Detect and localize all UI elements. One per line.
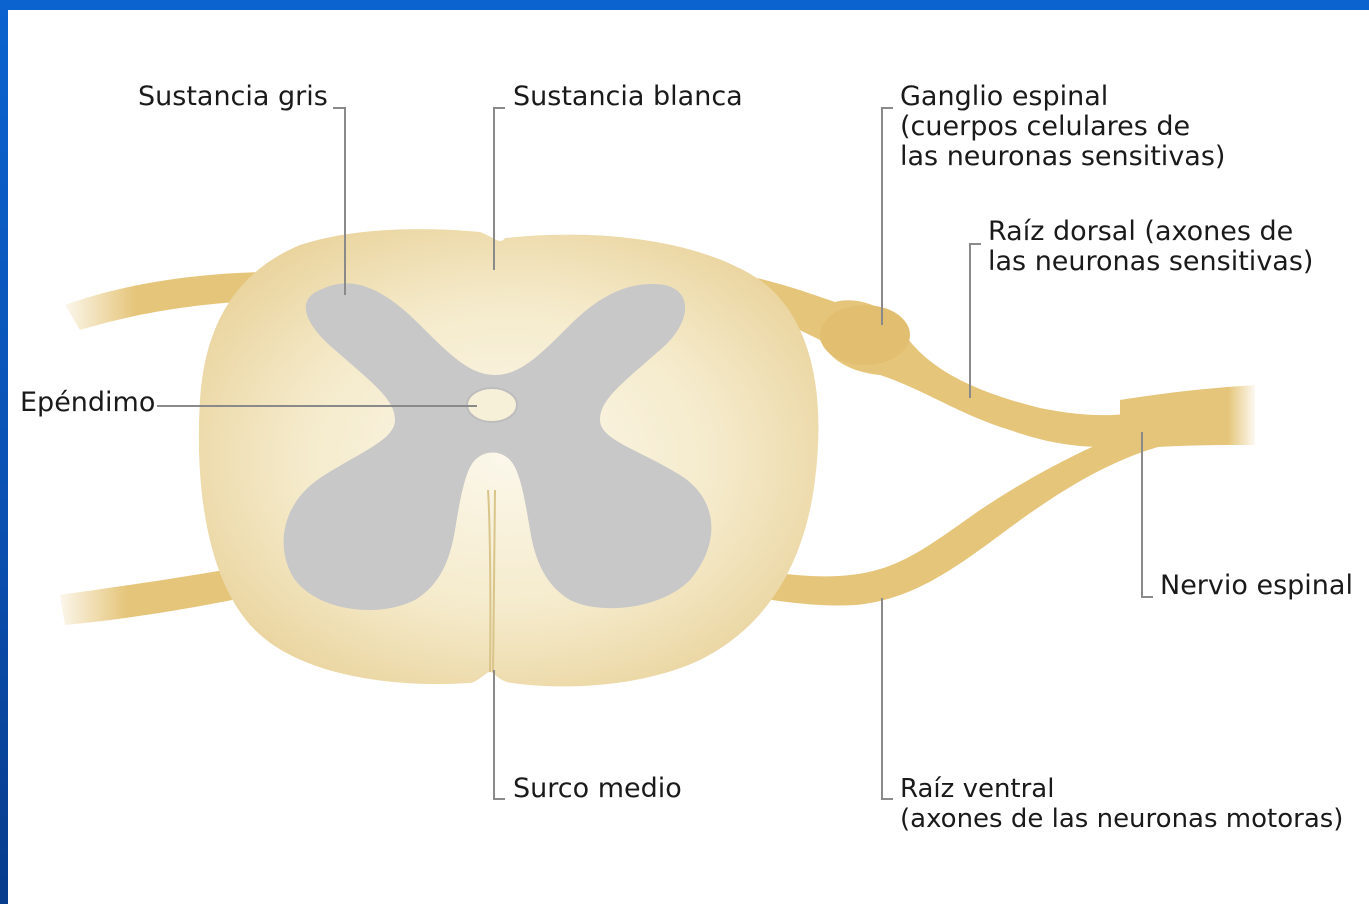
leader-raiz-dorsal-v	[969, 243, 971, 398]
leader-nervio-h	[1141, 596, 1153, 598]
label-ganglio-espinal: Ganglio espinal (cuerpos celulares de la…	[900, 82, 1225, 172]
leader-ganglio-v	[881, 107, 883, 325]
leader-sustancia-blanca-v	[493, 107, 495, 270]
label-sustancia-gris: Sustancia gris	[138, 82, 328, 112]
spinal-ganglion	[820, 305, 910, 365]
leader-surco-h	[493, 798, 505, 800]
leader-sustancia-gris-v	[344, 107, 346, 295]
leader-surco-v	[493, 670, 495, 800]
label-ependimo: Epéndimo	[20, 388, 155, 418]
label-raiz-dorsal: Raíz dorsal (axones de las neuronas sens…	[988, 217, 1313, 277]
leader-raiz-ventral-v	[881, 598, 883, 800]
leader-nervio-v	[1141, 432, 1143, 598]
label-sustancia-blanca: Sustancia blanca	[513, 82, 743, 112]
leader-raiz-ventral-h	[881, 798, 893, 800]
label-surco-medio: Surco medio	[513, 774, 682, 804]
leader-ependimo	[157, 405, 477, 407]
label-raiz-ventral: Raíz ventral (axones de las neuronas mot…	[900, 774, 1343, 834]
label-nervio-espinal: Nervio espinal	[1160, 571, 1353, 601]
